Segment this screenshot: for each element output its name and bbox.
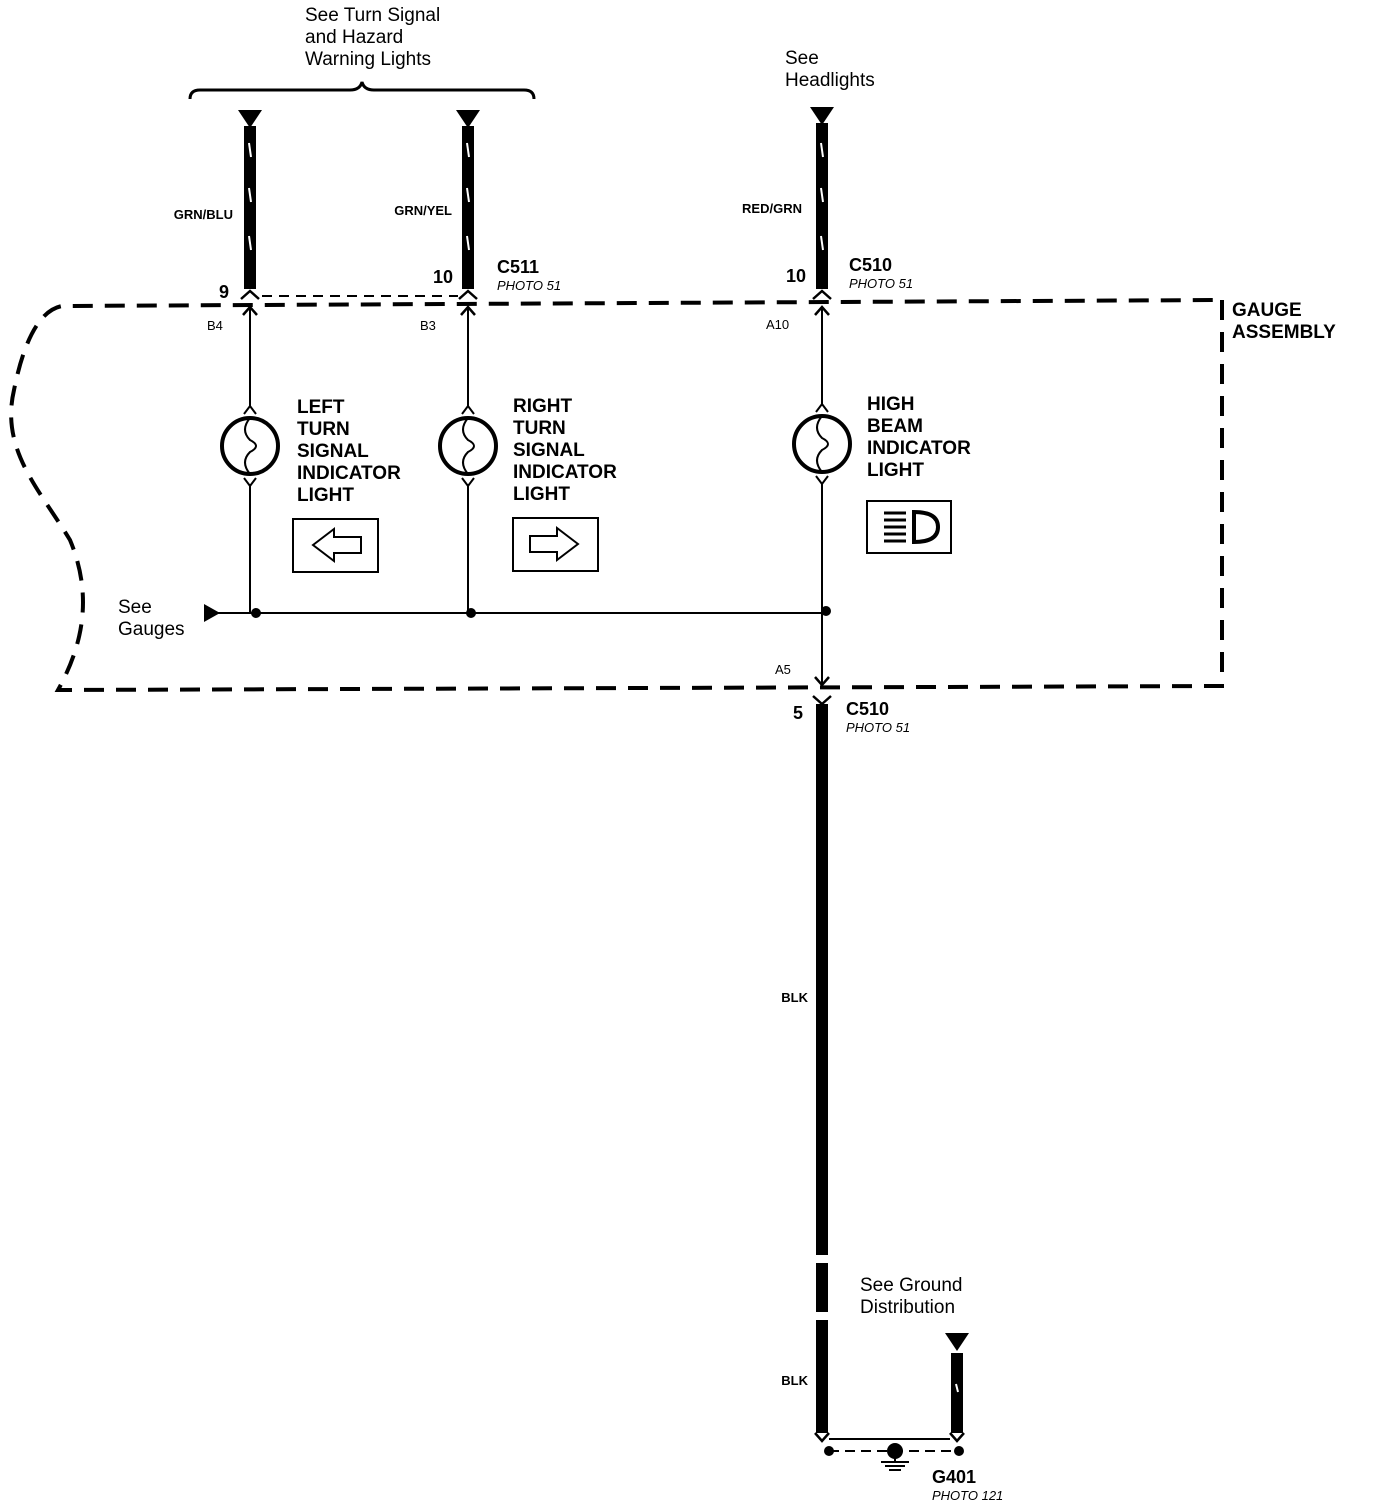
- wire-blk-middle: [816, 1263, 828, 1312]
- cavity-a10: A10: [766, 317, 789, 332]
- ref-turn-signal-line3: Warning Lights: [305, 49, 431, 70]
- ref-ground-line2: Distribution: [860, 1297, 955, 1318]
- splice-left: [251, 608, 261, 618]
- reference-brace: [188, 81, 536, 100]
- right-arrow-icon: [512, 517, 599, 572]
- pin-9: 9: [219, 282, 229, 302]
- connector-c511: C511: [497, 257, 539, 277]
- right-turn-label-5: LIGHT: [513, 484, 570, 505]
- wire-highlights: [248, 142, 824, 251]
- wire-blk-lower: [816, 1320, 828, 1433]
- left-turn-label-5: LIGHT: [297, 485, 354, 506]
- high-beam-label-1: HIGH: [867, 394, 915, 415]
- wire-label-blk-upper: BLK: [781, 990, 808, 1005]
- internal-wiring: [215, 308, 826, 686]
- left-arrow-icon: [292, 518, 379, 573]
- left-turn-label-3: SIGNAL: [297, 441, 369, 462]
- pin-10-c510: 10: [786, 266, 806, 286]
- wire-ground-ref-highlight: [955, 1383, 959, 1393]
- high-beam-label-2: BEAM: [867, 416, 923, 437]
- right-turn-label-3: SIGNAL: [513, 440, 585, 461]
- ground-symbol-icon: [881, 1451, 909, 1471]
- ref-headlights-line1: See: [785, 48, 819, 69]
- ground-terminal-left: [824, 1446, 834, 1456]
- pin-10-c511: 10: [433, 267, 453, 287]
- gauge-assembly-boundary: [9, 298, 1224, 693]
- photo-c511: PHOTO 51: [497, 278, 561, 293]
- wire-label-blk-lower: BLK: [781, 1373, 808, 1388]
- connector-c510-bottom: C510: [846, 699, 889, 719]
- headlight-high-beam-icon: [866, 500, 952, 554]
- left-ref-arrow-icon: [238, 110, 262, 128]
- left-turn-label-2: TURN: [297, 419, 350, 440]
- connector-g401: G401: [932, 1467, 976, 1487]
- right-turn-bulb-icon: [438, 404, 498, 488]
- gauge-assembly-label-line2: ASSEMBLY: [1232, 322, 1336, 343]
- pin-5: 5: [793, 703, 803, 723]
- ref-headlights-line2: Headlights: [785, 70, 875, 91]
- wire-ground-ref: [951, 1353, 963, 1433]
- ref-ground-line1: See Ground: [860, 1275, 962, 1296]
- high-beam-bulb-icon: [792, 402, 852, 486]
- ground-terminal-right: [954, 1446, 964, 1456]
- headlights-ref-arrow-icon: [810, 107, 834, 125]
- gauges-ref-arrow-icon: [204, 604, 220, 622]
- right-turn-label-1: RIGHT: [513, 396, 573, 417]
- ref-gauges-line2: Gauges: [118, 619, 185, 640]
- right-ref-arrow-icon: [456, 110, 480, 128]
- ref-turn-signal-line2: and Hazard: [305, 27, 403, 48]
- wire-red-grn: [816, 123, 828, 289]
- connector-c510-top: C510: [849, 255, 892, 275]
- high-beam-label-4: LIGHT: [867, 460, 924, 481]
- photo-c510-bottom: PHOTO 51: [846, 720, 910, 735]
- cavity-b3: B3: [420, 318, 436, 333]
- photo-c510-top: PHOTO 51: [849, 276, 913, 291]
- ground-ref-arrow-icon: [945, 1333, 969, 1351]
- high-beam-label-3: INDICATOR: [867, 438, 971, 459]
- splice-right: [821, 606, 831, 616]
- right-turn-label-4: INDICATOR: [513, 462, 617, 483]
- wire-grn-blu: [244, 126, 256, 289]
- photo-g401: PHOTO 121: [932, 1488, 1003, 1503]
- cavity-b4: B4: [207, 318, 223, 333]
- wire-label-grn-blu: GRN/BLU: [174, 207, 233, 222]
- ground-chevrons: [814, 1432, 965, 1443]
- left-turn-label-4: INDICATOR: [297, 463, 401, 484]
- cavity-a5: A5: [775, 662, 791, 677]
- wire-grn-yel: [462, 126, 474, 289]
- left-turn-label-1: LEFT: [297, 397, 345, 418]
- ref-gauges-line1: See: [118, 597, 152, 618]
- splice-middle: [466, 608, 476, 618]
- left-turn-bulb-icon: [220, 404, 280, 488]
- gauge-assembly-label-line1: GAUGE: [1232, 300, 1302, 321]
- right-turn-label-2: TURN: [513, 418, 566, 439]
- wire-label-red-grn: RED/GRN: [742, 201, 802, 216]
- wire-label-grn-yel: GRN/YEL: [394, 203, 452, 218]
- ref-turn-signal-line1: See Turn Signal: [305, 5, 440, 26]
- wire-blk-upper: [816, 704, 828, 1255]
